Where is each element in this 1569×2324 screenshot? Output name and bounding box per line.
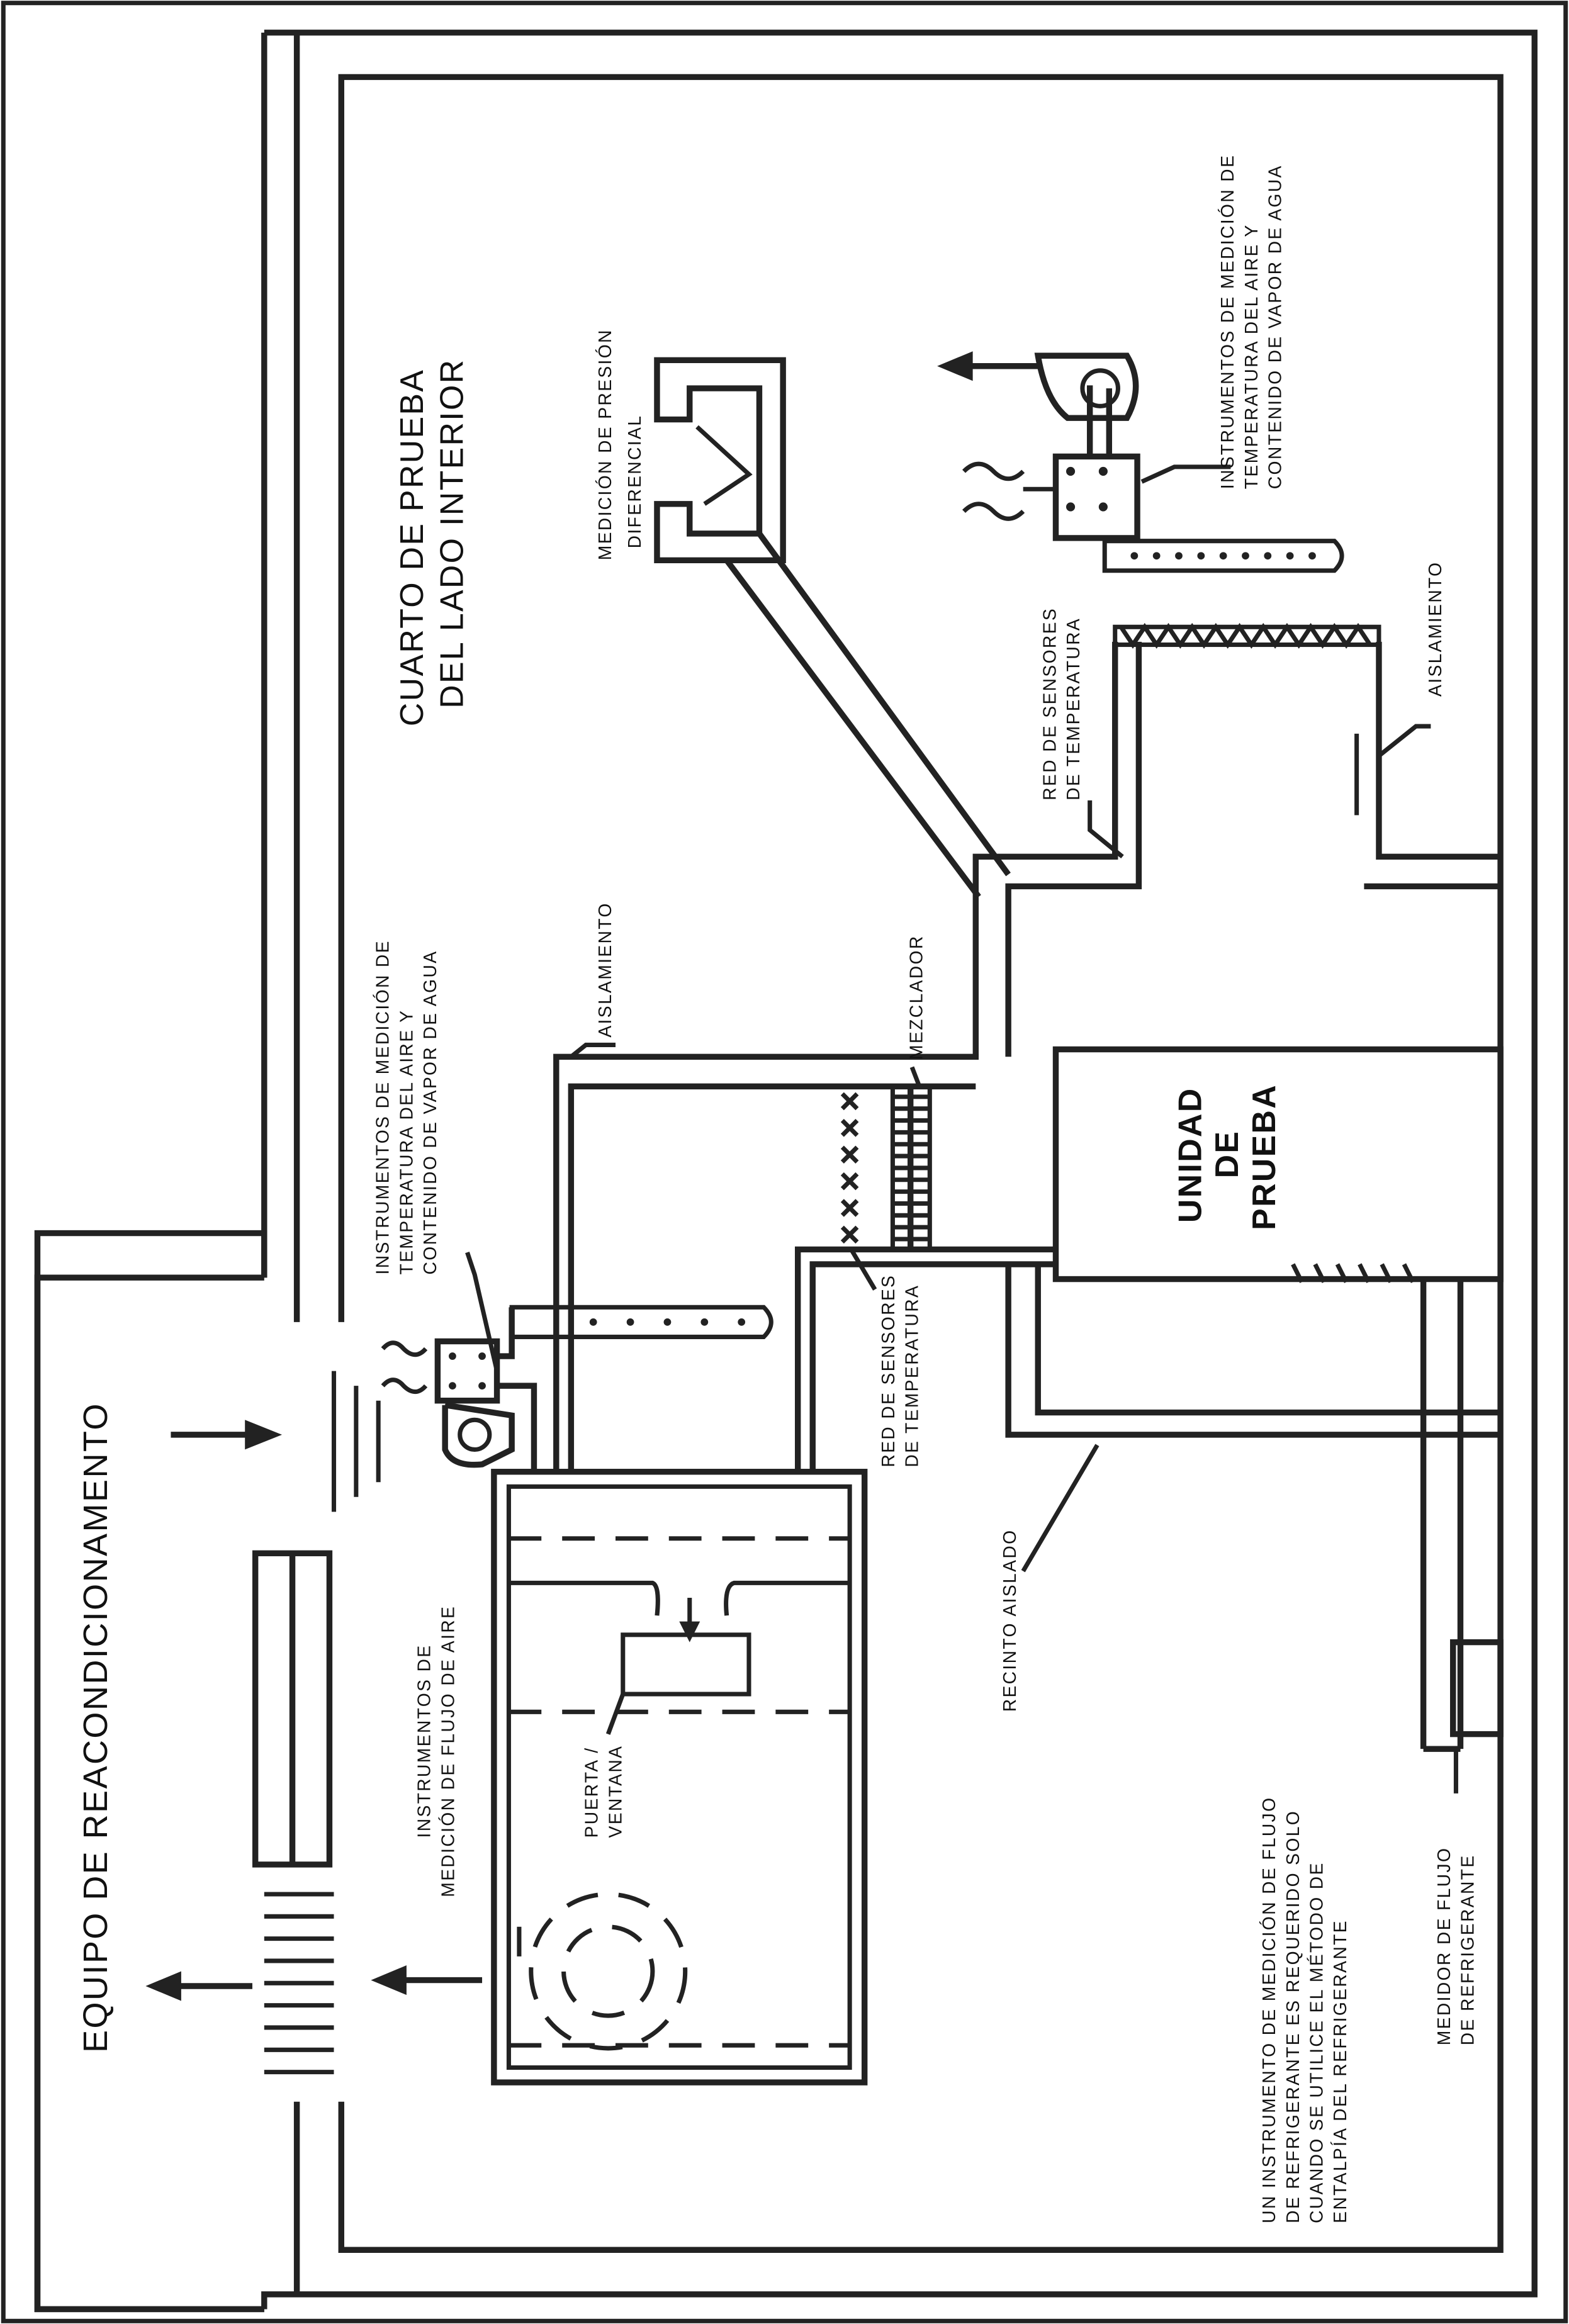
pressure-label-2: DIFERENCIAL <box>624 415 644 549</box>
unit-label-1: UNIDAD <box>1171 1087 1208 1223</box>
insulation-left-label: AISLAMIENTO <box>595 902 615 1037</box>
sensor-mid-label-2: DE TEMPERATURA <box>901 1284 921 1468</box>
door-window <box>621 1632 751 1697</box>
return-duct <box>553 1053 979 1472</box>
airflow-chamber <box>491 1469 868 2085</box>
arrow-left-icon <box>937 351 1038 381</box>
door-label-1: PUERTA / <box>582 1747 602 1838</box>
mixer-label: MEZCLADOR <box>906 935 926 1060</box>
discharge-duct <box>972 641 1501 1057</box>
pressure-label-1: MEDICIÓN DE PRESIÓN <box>595 328 615 560</box>
sensor-grid-top <box>1102 539 1344 573</box>
note-line-4: ENTALPÍA DEL REFRIGERANTE <box>1330 1919 1350 2223</box>
insulation-top <box>1113 624 1381 648</box>
unit-label-3: PRUEBA <box>1246 1084 1282 1230</box>
instr-top-label-2: TEMPERATURA DEL AIRE Y <box>1241 223 1261 489</box>
note-line-1: UN INSTRUMENTO DE MEDICIÓN DE FLUJO <box>1259 1797 1279 2223</box>
arrow-left-icon <box>145 1971 252 2001</box>
meter-label-1: MEDIDOR DE FLUJO <box>1434 1847 1454 2046</box>
reconditioning-louvers <box>264 1892 334 2075</box>
instr-left-label-3: CONTENIDO DE VAPOR DE AGUA <box>420 950 440 1275</box>
unit-label-2: DE <box>1208 1130 1245 1179</box>
pressure-manometer <box>654 357 1011 899</box>
mixer <box>890 1084 932 1252</box>
instrument-box-top <box>962 352 1140 541</box>
arrow-right-icon <box>171 1420 283 1450</box>
leader-lines <box>465 464 1458 1794</box>
airflow-label-1: INSTRUMENTOS DE <box>414 1644 434 1838</box>
instr-top-label-1: INSTRUMENTOS DE MEDICIÓN DE <box>1217 154 1237 489</box>
supply-duct <box>794 1246 1056 1472</box>
airflow-label-2: MEDICIÓN DE FLUJO DE AIRE <box>437 1605 458 1897</box>
insulation-pattern <box>1119 622 1372 649</box>
insulation-top-label: AISLAMIENTO <box>1425 561 1445 697</box>
unit-coil-marks <box>1291 1263 1415 1283</box>
instrument-box-left <box>381 1307 537 1472</box>
instr-left-label-1: INSTRUMENTOS DE MEDICIÓN DE <box>373 940 393 1274</box>
instr-left-label-2: TEMPERATURA DEL AIRE Y <box>396 1009 416 1275</box>
insulated-enclosure <box>1005 1264 1501 1438</box>
sensor-top-label-1: RED DE SENSORES <box>1040 607 1060 800</box>
reconditioning-box <box>34 1230 267 2313</box>
note-line-2: DE REFRIGERANTE ES REQUERIDO SOLO <box>1283 1810 1303 2223</box>
enclosure-label: RECINTO AISLADO <box>999 1529 1020 1712</box>
reconditioning-vent-top <box>252 1550 333 1868</box>
room-title-line1: CUARTO DE PRUEBA <box>393 369 430 726</box>
note-line-3: CUANDO SE UTILICE EL MÉTODO DE <box>1306 1861 1326 2223</box>
door-label-2: VENTANA <box>605 1745 625 1838</box>
sensor-top-label-2: DE TEMPERATURA <box>1063 617 1083 800</box>
arrow-left-icon <box>371 1965 483 1996</box>
meter-label-2: DE REFRIGERANTE <box>1458 1854 1478 2045</box>
sensor-mid-label-1: RED DE SENSORES <box>878 1274 898 1468</box>
room-title-line2: DEL LADO INTERIOR <box>433 359 470 709</box>
instr-top-label-3: CONTENIDO DE VAPOR DE AGUA <box>1265 164 1285 489</box>
return-louvers <box>331 1371 381 1512</box>
sensor-grid-left <box>509 1305 773 1339</box>
reconditioning-label: EQUIPO DE REACONDICIONAMENTO <box>77 1402 115 2053</box>
test-unit <box>1052 1046 1504 1283</box>
refrigerant-flow-meter <box>1420 1279 1504 1752</box>
sensor-grid-mid <box>840 1092 859 1244</box>
